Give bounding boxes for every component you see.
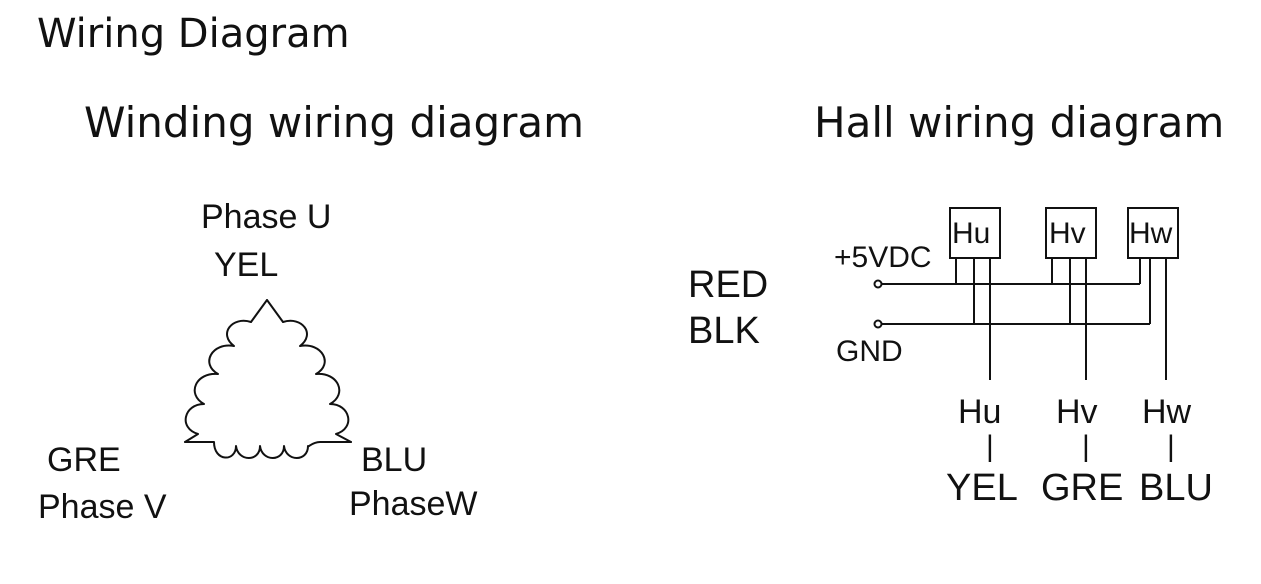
winding-bottom-coils: [184, 441, 352, 459]
winding-right-coils: [282, 319, 352, 443]
winding-top-left-lead: [250, 299, 268, 323]
hu-output-label: Hu: [958, 393, 1002, 431]
hw-output-label: Hw: [1142, 393, 1192, 431]
hw-sensor-box: [1127, 207, 1179, 259]
winding-left-coils: [184, 319, 252, 443]
yel-output-color: YEL: [946, 467, 1018, 509]
gre-label: GRE: [47, 441, 121, 479]
page-title: Wiring Diagram: [37, 11, 350, 57]
hall-heading: Hall wiring diagram: [814, 98, 1225, 147]
phase-u-label: Phase U: [201, 198, 332, 236]
gnd-label: GND: [836, 335, 903, 368]
phase-v-label: Phase V: [38, 488, 167, 526]
phase-w-label: PhaseW: [349, 485, 478, 523]
blu-output-color: BLU: [1139, 467, 1213, 509]
blk-label: BLK: [688, 310, 760, 352]
yel-label: YEL: [214, 246, 279, 284]
winding-heading: Winding wiring diagram: [84, 98, 585, 147]
vdc-terminal: [873, 279, 883, 289]
winding-top-right-lead: [266, 299, 284, 323]
vdc-label: +5VDC: [834, 241, 932, 274]
red-label: RED: [688, 264, 769, 306]
gnd-terminal: [873, 319, 883, 329]
hw-separator: |: [1167, 430, 1175, 463]
hv-output-label: Hv: [1056, 393, 1098, 431]
hu-sensor-label: Hu: [952, 217, 991, 250]
hw-sensor-label: Hw: [1129, 217, 1173, 250]
blu-label: BLU: [361, 441, 428, 479]
gre-output-color: GRE: [1041, 467, 1124, 509]
hv-separator: |: [1082, 430, 1090, 463]
hu-separator: |: [986, 430, 994, 463]
hv-sensor-label: Hv: [1049, 217, 1086, 250]
